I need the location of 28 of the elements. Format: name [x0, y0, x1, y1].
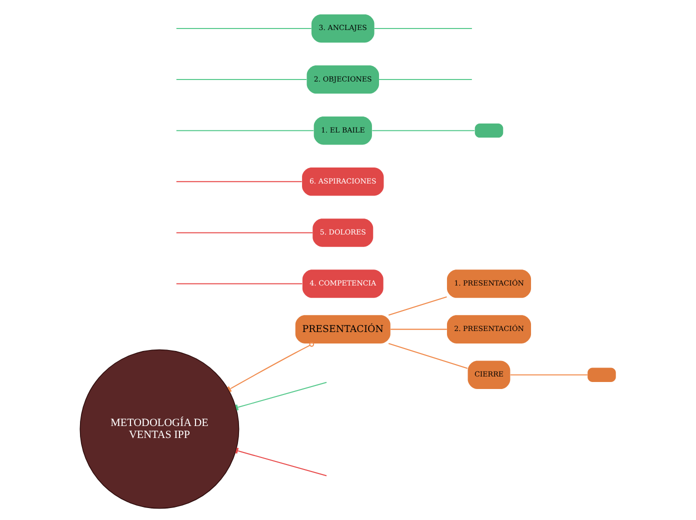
connector	[374, 28, 472, 29]
node-box: 2. OBJECIONES	[306, 65, 380, 94]
connector	[372, 130, 475, 132]
connector	[390, 328, 447, 330]
connector	[176, 181, 302, 182]
connector	[227, 342, 314, 392]
connector	[388, 343, 468, 369]
connector	[379, 79, 472, 80]
node-box: 6. ASPIRACIONES	[302, 168, 384, 196]
node-box: 1. EL BAILE	[314, 116, 372, 145]
node-box: 3. ANCLAJES	[311, 14, 374, 43]
connector	[176, 232, 313, 234]
node-box: 2. PRESENTACIÓN	[446, 315, 532, 344]
node-box	[474, 124, 504, 138]
node-box	[588, 368, 616, 382]
node-box: 5. DOLORES	[312, 218, 374, 247]
connector	[510, 374, 588, 376]
node-box: 1. PRESENTACIÓN	[446, 270, 532, 298]
connector	[238, 450, 327, 476]
connector	[388, 296, 447, 316]
node-box: CIERRE	[468, 360, 510, 390]
connector	[176, 130, 314, 132]
node-box: 4. COMPETENCIA	[302, 270, 384, 298]
connector	[176, 28, 312, 29]
connector	[176, 283, 302, 284]
connector	[238, 382, 327, 408]
connector	[176, 79, 306, 80]
node-box: PRESENTACIÓN	[295, 315, 390, 344]
